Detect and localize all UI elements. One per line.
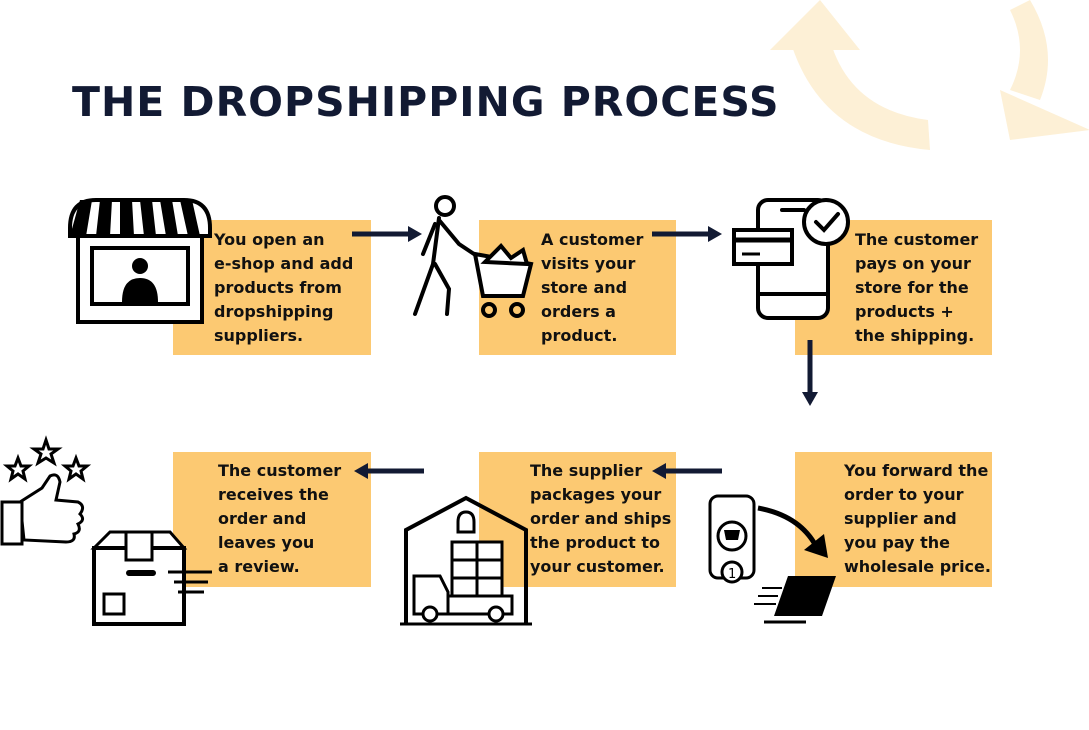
step-4-box: You forward the order to your supplier a…	[795, 452, 992, 587]
svg-text:1: 1	[728, 567, 736, 582]
mobile-payment-icon	[732, 198, 850, 320]
step-5-text: The supplier packages your order and shi…	[530, 461, 672, 576]
thumbs-up-review-icon	[0, 435, 212, 626]
shopping-cart-person-icon	[413, 195, 534, 318]
storefront-icon	[68, 198, 212, 324]
arrow-right-icon	[652, 226, 722, 242]
step-1-text: You open an e-shop and add products from…	[214, 230, 354, 345]
arrow-down-icon	[802, 340, 818, 406]
step-4-text: You forward the order to your supplier a…	[844, 461, 991, 576]
arrow-left-icon	[652, 463, 722, 479]
arrow-left-icon	[354, 463, 424, 479]
step-5-box: The supplier packages your order and shi…	[479, 452, 676, 587]
step-6-text: The customer receives the order and leav…	[218, 461, 342, 576]
phone-order-forward-icon: 1	[708, 494, 836, 624]
step-6-box: The customer receives the order and leav…	[173, 452, 371, 587]
warehouse-truck-icon	[400, 495, 532, 626]
arrow-right-icon	[352, 226, 422, 242]
step-1-box: You open an e-shop and add products from…	[173, 220, 371, 355]
page-title: THE DROPSHIPPING PROCESS	[72, 78, 780, 126]
recycle-arrows-icon	[770, 0, 1089, 150]
step-3-text: The customer pays on your store for the …	[855, 230, 979, 345]
step-2-text: A customer visits your store and orders …	[541, 230, 644, 345]
